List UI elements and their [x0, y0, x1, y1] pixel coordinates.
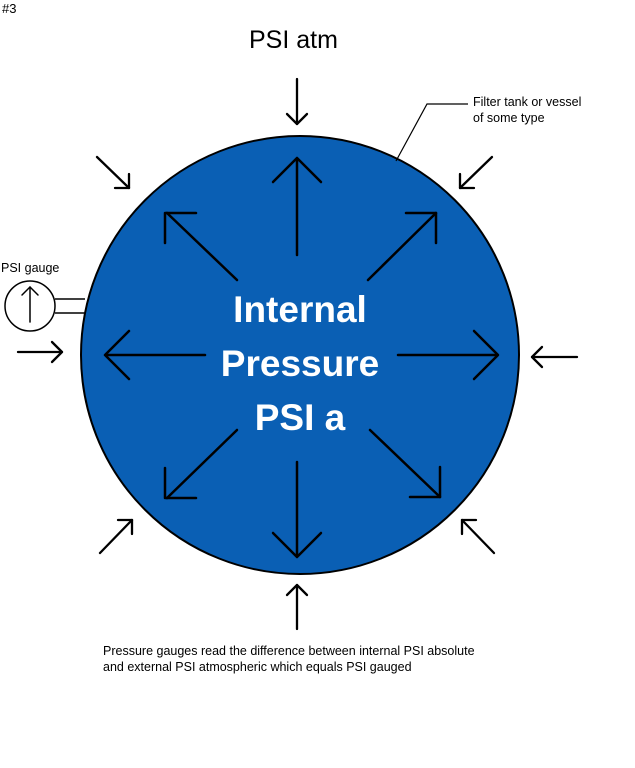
external-arrow-top-right-icon: [458, 155, 494, 190]
external-arrow-top-icon: [285, 77, 309, 126]
vessel-label-line: Pressure: [220, 343, 380, 384]
internal-pressure-arrows: [103, 156, 500, 559]
internal-arrow-left-icon: [103, 329, 207, 381]
page-number: #3: [2, 1, 17, 16]
external-arrow-right-icon: [530, 345, 579, 369]
external-arrow-top-left-icon: [95, 155, 131, 190]
caption-line: Pressure gauges read the difference betw…: [103, 644, 475, 658]
internal-arrow-down-right-icon: [368, 428, 442, 499]
gauge-connector: [55, 298, 85, 314]
vessel-label: Internal Pressure PSI a: [150, 283, 450, 445]
vessel-callout-line: of some type: [473, 111, 545, 125]
gauge-label: PSI gauge: [1, 261, 60, 275]
caption-line: and external PSI atmospheric which equal…: [103, 660, 412, 674]
vessel-callout-line: Filter tank or vessel: [473, 95, 582, 109]
pressure-gauge: [4, 280, 85, 332]
internal-arrow-up-right-icon: [366, 211, 438, 282]
internal-arrow-down-icon: [271, 460, 323, 559]
external-arrow-bottom-left-icon: [98, 518, 134, 555]
vessel-circle: [80, 135, 520, 575]
internal-arrow-up-left-icon: [163, 211, 239, 282]
internal-arrow-up-icon: [271, 156, 323, 257]
vessel-label-line: PSI a: [254, 397, 346, 438]
diagram-title: PSI atm: [249, 26, 338, 54]
internal-arrow-right-icon: [396, 329, 500, 381]
callout-leader-line: [395, 103, 468, 162]
vessel-label-line: Internal: [233, 289, 367, 330]
caption: Pressure gauges read the difference betw…: [103, 643, 475, 675]
external-arrow-bottom-icon: [285, 583, 309, 631]
external-arrow-bottom-right-icon: [460, 518, 496, 555]
gauge-needle-icon: [21, 285, 39, 323]
vessel-callout: Filter tank or vessel of some type: [473, 94, 581, 126]
external-arrow-left-icon: [16, 340, 64, 364]
external-pressure-arrows: [16, 77, 579, 631]
internal-arrow-down-left-icon: [163, 428, 239, 500]
